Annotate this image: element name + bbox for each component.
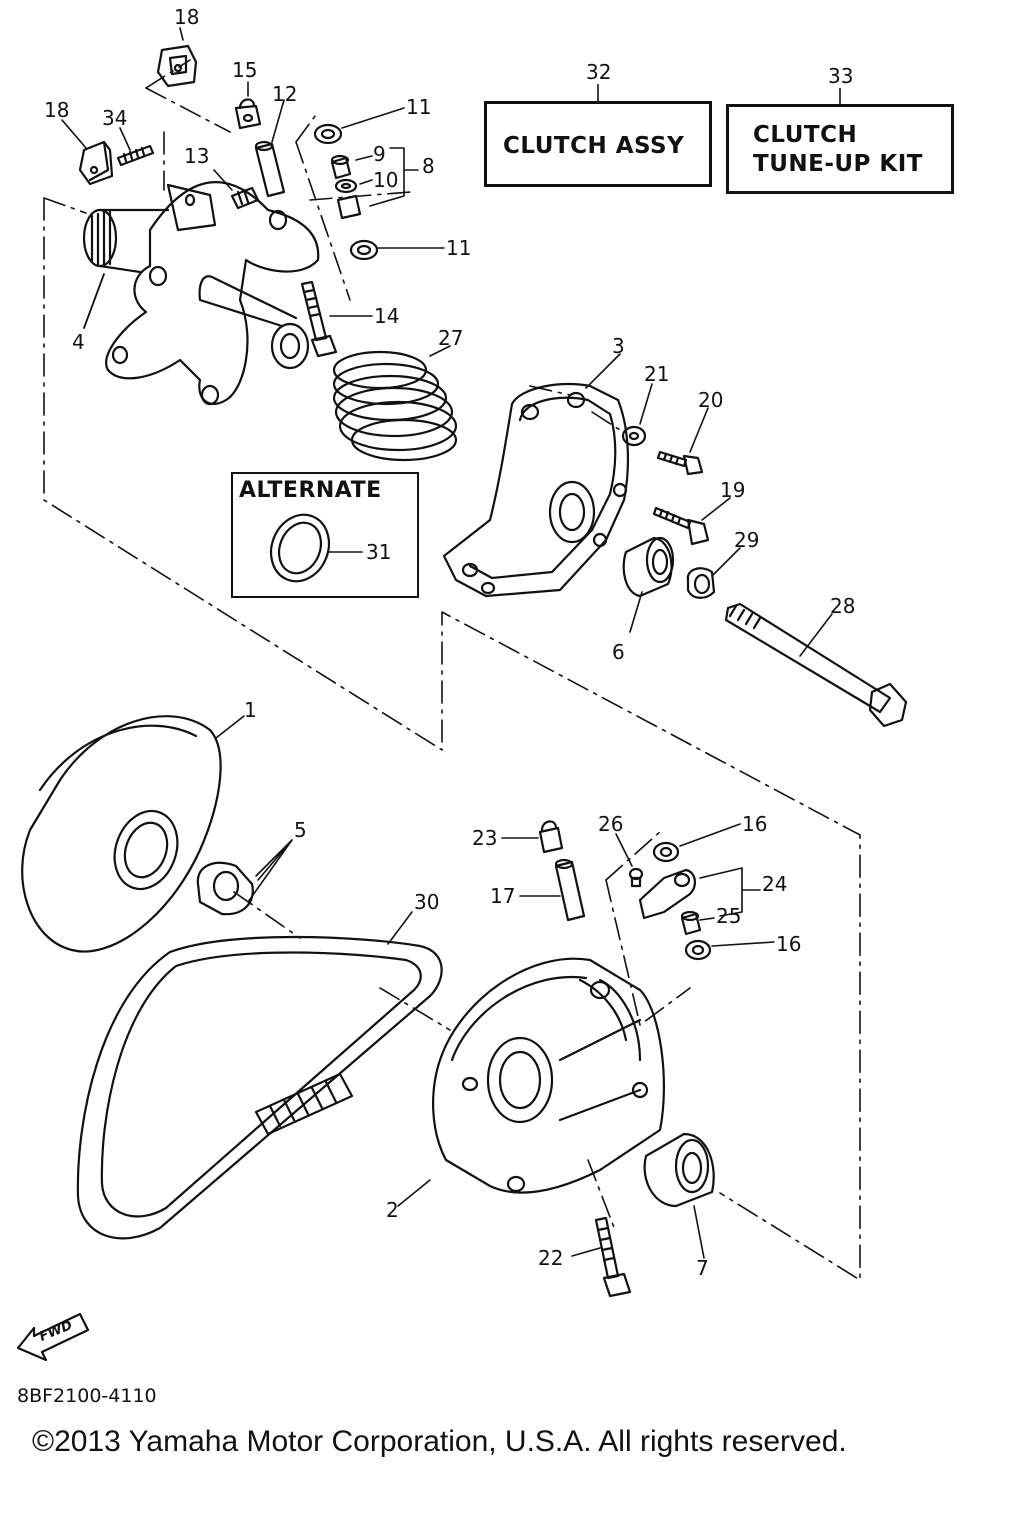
bushing-10 — [334, 178, 362, 220]
secondary-sheave-2 — [432, 957, 665, 1194]
callout-18-top: 18 — [174, 5, 200, 29]
washer-31 — [269, 513, 331, 583]
roller-25 — [680, 910, 702, 936]
weight-18-upper — [156, 44, 198, 88]
tune-up-kit-label-line2: TUNE-UP KIT — [753, 150, 923, 177]
callout-16-lower: 16 — [776, 932, 802, 956]
callout-34: 34 — [102, 106, 128, 130]
callout-2: 2 — [386, 1198, 399, 1222]
callout-17: 17 — [490, 884, 516, 908]
callout-20: 20 — [698, 388, 724, 412]
callout-4: 4 — [72, 330, 85, 354]
screw-26 — [628, 867, 644, 888]
spring-27 — [332, 350, 458, 462]
washer-16-upper — [652, 841, 680, 863]
figure-code: 8BF2100-4110 — [17, 1385, 157, 1407]
copyright-notice: ©2013 Yamaha Motor Corporation, U.S.A. A… — [32, 1425, 847, 1458]
callout-19: 19 — [720, 478, 746, 502]
bolt-22 — [594, 1216, 632, 1298]
callout-15: 15 — [232, 58, 258, 82]
alternate-label: ALTERNATE — [239, 478, 382, 503]
callout-27: 27 — [438, 326, 464, 350]
roller-9 — [330, 154, 352, 180]
callout-25: 25 — [716, 904, 742, 928]
callout-33: 33 — [828, 64, 854, 88]
pin-17 — [554, 858, 586, 922]
callout-5: 5 — [294, 818, 307, 842]
callout-32: 32 — [586, 60, 612, 84]
callout-11-lower: 11 — [446, 236, 472, 260]
callout-28: 28 — [830, 594, 856, 618]
tune-up-kit-label-line1: CLUTCH — [753, 122, 858, 148]
nut-15 — [234, 98, 262, 130]
callout-23: 23 — [472, 826, 498, 850]
callout-29: 29 — [734, 528, 760, 552]
assembly-guide-lines — [43, 59, 861, 1281]
weight-18-left — [78, 140, 114, 186]
roller-13 — [230, 186, 260, 210]
pin-12 — [254, 140, 286, 198]
callout-3: 3 — [612, 334, 625, 358]
clutch-assy-box: CLUTCH ASSY — [484, 101, 712, 187]
bushing-5 — [196, 861, 254, 916]
bolt-14 — [300, 280, 338, 358]
movable-sheave-1 — [21, 715, 222, 953]
callout-13: 13 — [184, 144, 210, 168]
washer-11-upper — [313, 123, 343, 145]
callout-8: 8 — [422, 154, 435, 178]
fwd-arrow-icon — [16, 1312, 90, 1362]
callout-18-left: 18 — [44, 98, 70, 122]
arm-24 — [638, 868, 696, 920]
callout-7: 7 — [696, 1256, 709, 1280]
bushing-6 — [622, 536, 675, 598]
callout-16-upper: 16 — [742, 812, 768, 836]
washer-21 — [621, 425, 647, 447]
washer-16-lower — [684, 939, 712, 961]
callout-9: 9 — [373, 142, 386, 166]
callout-10: 10 — [373, 168, 399, 192]
callout-24: 24 — [762, 872, 788, 896]
callout-30: 30 — [414, 890, 440, 914]
nut-23 — [538, 820, 564, 854]
callout-21: 21 — [644, 362, 670, 386]
callout-22: 22 — [538, 1246, 564, 1270]
clutch-assy-label: CLUTCH ASSY — [503, 133, 685, 159]
callout-6: 6 — [612, 640, 625, 664]
spider-cover-3 — [442, 382, 629, 598]
callout-31: 31 — [366, 540, 392, 564]
alternate-box: ALTERNATE — [231, 472, 419, 598]
callout-26: 26 — [598, 812, 624, 836]
bushing-7 — [643, 1132, 715, 1208]
bolt-28 — [724, 602, 908, 728]
bolt-19 — [652, 506, 710, 546]
callout-11-upper: 11 — [406, 95, 432, 119]
collar-29 — [686, 567, 716, 599]
callout-1: 1 — [244, 698, 257, 722]
drive-belt-30 — [76, 935, 443, 1240]
tune-up-kit-box: CLUTCH TUNE-UP KIT — [726, 104, 954, 194]
pin-34 — [116, 144, 155, 167]
callout-14: 14 — [374, 304, 400, 328]
bolt-20 — [656, 450, 704, 476]
callout-12: 12 — [272, 82, 298, 106]
fixed-sheave-shaft — [82, 181, 320, 406]
washer-11-lower — [349, 239, 379, 261]
